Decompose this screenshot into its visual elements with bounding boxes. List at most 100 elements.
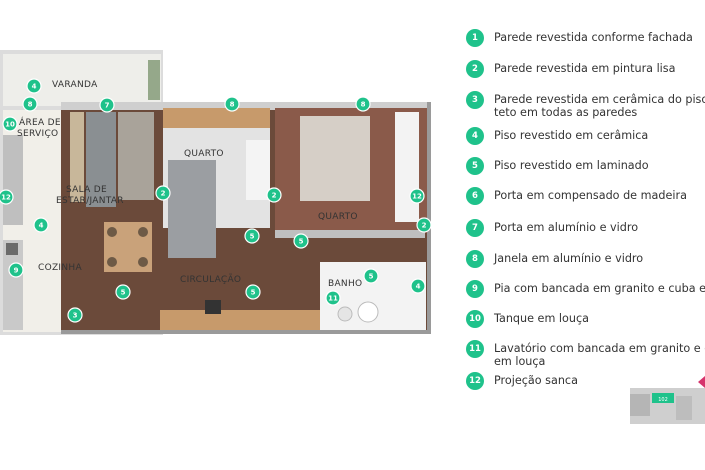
kitchen-sink	[6, 243, 18, 255]
keymap-unit	[630, 394, 650, 416]
plan-marker-5: 5	[115, 284, 131, 300]
sala-line-2: ESTAR/JANTAR	[56, 196, 124, 206]
legend-badge: 8	[466, 250, 484, 268]
legend-badge: 11	[466, 340, 484, 358]
marker-badge	[0, 189, 14, 205]
room-label-sala: SALA DE ESTAR/JANTAR	[56, 185, 124, 206]
legend-text: Piso revestido em cerâmica	[494, 129, 649, 142]
room-label-area-servico: ÁREA DE SERVIÇO	[17, 116, 64, 139]
room-label-varanda: VARANDA	[52, 80, 98, 90]
plan-marker-7: 7	[99, 97, 115, 113]
plate	[138, 257, 148, 267]
marker-badge	[2, 116, 18, 132]
bottom-wall	[61, 330, 431, 334]
plate	[107, 227, 117, 237]
room-label-cozinha: COZINHA	[38, 263, 82, 273]
legend-badge: 3	[466, 91, 484, 109]
kitchen-counter	[3, 240, 23, 330]
sofa	[118, 112, 154, 200]
marker-number: 4	[416, 283, 421, 291]
legend-badge: 6	[466, 187, 484, 205]
legend-text: Porta em alumínio e vidro	[494, 221, 639, 234]
sala-rug	[70, 112, 84, 202]
quarto-2-wall	[275, 230, 425, 238]
legend-text: Porta em compensado de madeira	[494, 189, 687, 202]
legend-badge: 7	[466, 219, 484, 237]
plan-markers: 48710882212241295555543611	[0, 78, 432, 323]
legend-text: Parede revestida em cerâmica do piso ao …	[494, 93, 705, 119]
sala-line-1: SALA DE	[66, 185, 107, 195]
legend-text: Janela em alumínio e vidro	[494, 252, 644, 265]
toilet	[357, 301, 379, 323]
marker-number: 5	[121, 289, 126, 297]
washbasin	[337, 306, 353, 322]
chair	[205, 300, 221, 314]
plan-marker-4: 4	[26, 78, 42, 94]
marker-number: 8	[361, 101, 366, 109]
right-wall	[427, 102, 431, 334]
marker-badge	[67, 307, 83, 323]
marker-number: 7	[105, 102, 110, 110]
marker-number: 2	[422, 222, 427, 230]
marker-number: 9	[14, 267, 19, 275]
legend-item-8: 8 Janela em alumínio e vidro	[466, 249, 705, 268]
sala-rug-grey	[86, 112, 116, 207]
legend-badge: 4	[466, 127, 484, 145]
marker-number: 2	[272, 192, 277, 200]
marker-badge	[266, 187, 282, 203]
plan-marker-11: 11	[325, 290, 341, 306]
legend-item-2: 2 Parede revestida em pintura lisa	[466, 59, 705, 78]
legend-text: Pia com bancada em granito e cuba em ino…	[494, 282, 705, 295]
legend-badge: 1	[466, 29, 484, 47]
legend-text: Lavatório com bancada em granito e cuba …	[494, 342, 705, 368]
plan-marker-2: 2	[266, 187, 282, 203]
room-label-circulacao: CIRCULAÇÃO	[180, 274, 241, 285]
quarto-1-desk	[163, 108, 270, 128]
legend-item-4: 4 Piso revestido em cerâmica	[466, 126, 705, 145]
marker-badge	[244, 228, 260, 244]
marker-number: 11	[328, 295, 338, 303]
plan-marker-8: 8	[224, 96, 240, 112]
marker-badge	[293, 233, 309, 249]
legend-badge: 2	[466, 60, 484, 78]
service-appliances	[3, 135, 23, 225]
marker-badge	[409, 188, 425, 204]
marker-badge	[26, 78, 42, 94]
marker-badge	[115, 284, 131, 300]
legend-text: Parede revestida conforme fachada	[494, 31, 693, 44]
bed-1	[168, 160, 216, 258]
room-label-quarto-2: QUARTO	[318, 212, 358, 222]
marker-badge	[355, 96, 371, 112]
plan-marker-8: 8	[355, 96, 371, 112]
legend-badge: 9	[466, 280, 484, 298]
legend-text: Projeção sanca	[494, 374, 578, 387]
marker-badge	[325, 290, 341, 306]
marker-number: 5	[299, 238, 304, 246]
keymap-building	[630, 388, 705, 424]
plate	[138, 227, 148, 237]
plan-marker-10: 10	[2, 116, 18, 132]
legend-text: Parede revestida em pintura lisa	[494, 62, 676, 75]
legend-badge: 5	[466, 157, 484, 175]
marker-badge	[8, 262, 24, 278]
marker-badge	[224, 96, 240, 112]
legend-item-6: 6 Porta em compensado de madeira	[466, 186, 705, 205]
marker-number: 4	[32, 83, 37, 91]
marker-badge	[416, 217, 432, 233]
wardrobe-2	[395, 112, 419, 222]
keymap-unit	[676, 396, 692, 420]
plan-marker-8: 8	[22, 96, 38, 112]
plan-marker-12: 12	[0, 189, 14, 205]
bed-2	[300, 116, 370, 201]
plan-marker-3: 3	[67, 307, 83, 323]
legend-badge: 10	[466, 310, 484, 328]
room-label-banho: BANHO	[328, 279, 362, 289]
plan-marker-5: 5	[363, 268, 379, 284]
legend-item-11: 11 Lavatório com bancada em granito e cub…	[466, 339, 705, 368]
plan-marker-5: 5	[293, 233, 309, 249]
marker-badge	[410, 278, 426, 294]
marker-number: 12	[1, 194, 11, 202]
